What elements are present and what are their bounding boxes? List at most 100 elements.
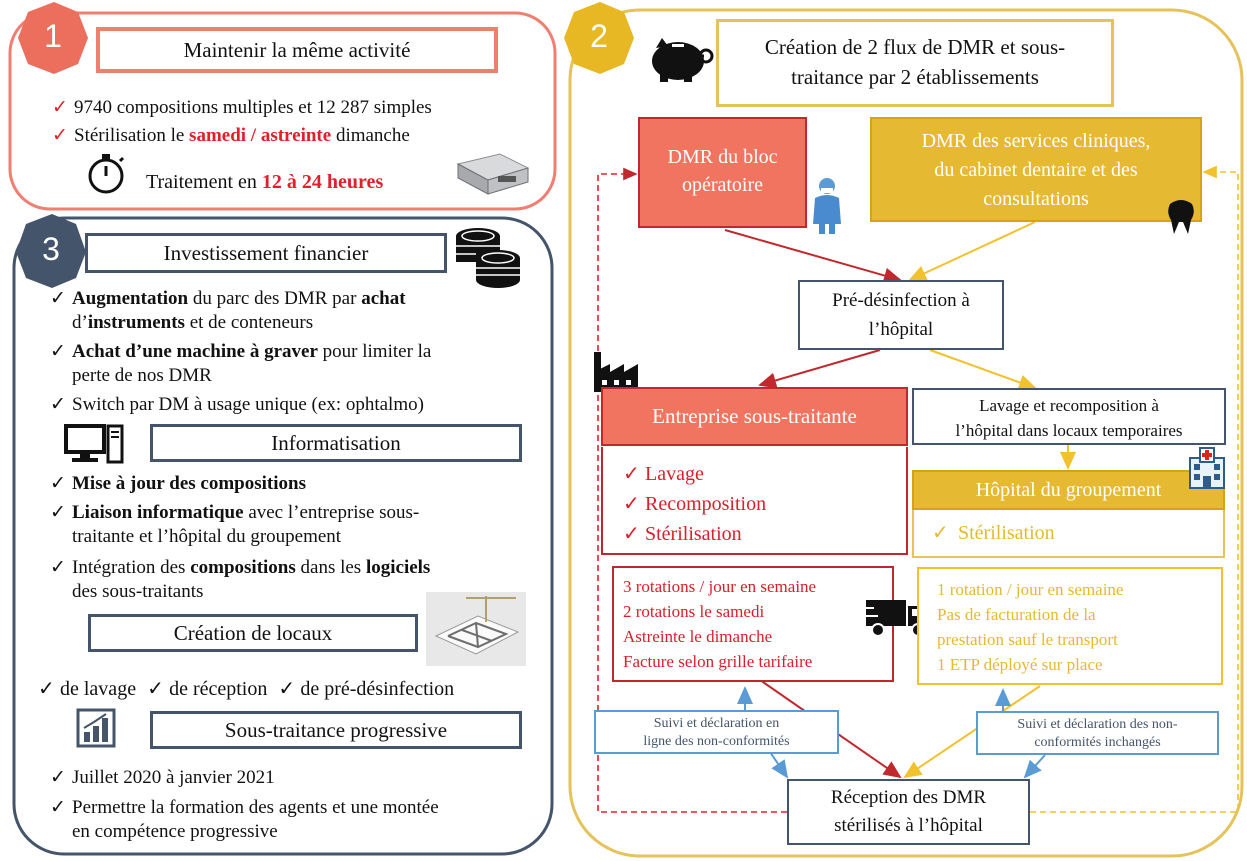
item-bold: Augmentation <box>72 288 189 309</box>
info-title: Informatisation <box>150 424 522 462</box>
octagon-1 <box>18 2 88 74</box>
panel-1-item-1: ✓ 9740 compositions multiples et 12 287 s… <box>52 96 432 119</box>
box-line: consultations <box>983 188 1089 210</box>
box-line: opératoire <box>681 174 764 196</box>
check-icon: ✓ <box>50 394 66 415</box>
check-icon: ✓ <box>50 473 66 494</box>
box-line: l’hôpital dans locaux temporaires <box>955 421 1183 440</box>
box-line: Lavage et recomposition à <box>979 396 1159 415</box>
step-number-3: 3 <box>42 231 60 267</box>
box-line: l’hôpital <box>868 319 934 340</box>
item-text: et de conteneurs <box>184 312 314 333</box>
chart-icon <box>76 708 116 748</box>
invest-item-1-l2: d’instruments et de conteneurs <box>72 311 313 334</box>
suivi-right-box: Suivi et déclaration des non- conformité… <box>976 711 1219 755</box>
step-number-2: 2 <box>590 18 608 54</box>
rotation-line: Astreinte le dimanche <box>623 627 773 646</box>
box-line: DMR du bloc <box>667 146 778 168</box>
octagon-3 <box>16 214 86 288</box>
dmr-bloc-box: DMR du bloc opératoire <box>638 117 807 228</box>
check-icon: ✓ <box>147 678 164 700</box>
entreprise-list: ✓Lavage ✓Recomposition ✓Stérilisation <box>601 447 908 555</box>
piggy-bank-icon <box>646 34 718 84</box>
arrow-predes-to-entreprise <box>758 349 881 389</box>
locaux-item: de pré-désinfection <box>300 678 455 700</box>
info-item-1: ✓Mise à jour des compositions <box>50 472 306 495</box>
stopwatch-icon <box>84 151 128 195</box>
autoclave-image <box>454 150 532 196</box>
box-line: Suivi et déclaration des non- <box>1017 717 1178 732</box>
rotations-left-box: 3 rotations / jour en semaine 2 rotation… <box>612 566 894 682</box>
arrow-suivi-left-down <box>769 751 789 779</box>
arrow-suivi-right-down <box>1023 754 1046 779</box>
invest-item-2-l2: perte de nos DMR <box>72 365 212 386</box>
lavage-box: Lavage et recomposition à l’hôpital dans… <box>912 388 1226 445</box>
treatment-highlight: 12 à 24 heures <box>261 171 384 193</box>
locaux-title: Création de locaux <box>88 614 418 652</box>
item-text: Permettre la formation des agents et une… <box>72 797 439 818</box>
check-icon: ✓ <box>52 97 68 118</box>
check-icon: ✓ <box>50 797 66 818</box>
item-text: d’ <box>72 312 88 333</box>
item-bold: instruments <box>87 312 185 333</box>
item-text: Stérilisation le <box>74 125 190 146</box>
hopital-item: ✓Stérilisation <box>932 522 1055 544</box>
info-item-3: ✓Intégration des compositions dans les l… <box>50 556 430 579</box>
info-item-3-l2: des sous-traitants <box>72 581 204 602</box>
rotation-line: Pas de facturation de la <box>937 605 1096 624</box>
dashed-loop-red <box>597 167 787 813</box>
item-text: du parc des DMR par <box>188 288 362 309</box>
sous-item-1: ✓Juillet 2020 à janvier 2021 <box>50 766 275 789</box>
suivi-left-box: Suivi et déclaration en ligne des non-co… <box>594 710 839 754</box>
entreprise-header: Entreprise sous-traitante <box>601 387 908 446</box>
surgeon-icon <box>810 176 844 236</box>
info-item-2-l2: traitante et l’hôpital du groupement <box>72 526 342 547</box>
check-icon: ✓ <box>52 125 68 146</box>
item-highlight: samedi / astreinte <box>189 125 332 146</box>
box-line: stérilisés à l’hôpital <box>834 815 983 836</box>
invest-title: Investissement financier <box>85 233 447 273</box>
sous-item-2-l2: en compétence progressive <box>72 821 278 842</box>
panel-2-title-line: traitance par 2 établissements <box>791 65 1039 89</box>
sous-item-2: ✓ Permettre la formation des agents et un… <box>50 796 439 819</box>
item-bold: achat <box>361 288 406 309</box>
panel-1-title: Maintenir la même activité <box>96 27 498 73</box>
rotation-line: 2 rotations le samedi <box>623 602 765 621</box>
item-bold: Achat d’une machine à graver <box>72 341 318 362</box>
locaux-item: de lavage <box>60 678 137 700</box>
dashed-loop-gold <box>1030 165 1239 813</box>
item-bold: compositions <box>190 557 296 578</box>
predesinfection-box: Pré-désinfection à l’hôpital <box>798 280 1004 350</box>
computer-icon <box>64 422 124 466</box>
panel-1-treatment: Traitement en 12 à 24 heures <box>146 171 383 194</box>
arrow-serv-to-predes <box>908 221 1036 281</box>
check-icon: ✓ <box>50 502 66 523</box>
step-number-1: 1 <box>44 18 62 54</box>
check-icon: ✓ <box>50 288 66 309</box>
check-icon: ✓ <box>38 678 55 700</box>
item-text: 9740 compositions multiples et 12 287 si… <box>74 97 432 118</box>
octagon-2 <box>564 2 634 74</box>
building-plan-image <box>426 592 526 666</box>
sous-title: Sous-traitance progressive <box>150 711 522 749</box>
arrow-bloc-to-predes <box>724 229 902 284</box>
reception-box: Réception des DMR stérilisés à l’hôpital <box>787 779 1030 845</box>
item-text: Switch par DM à usage unique (ex: ophtal… <box>72 394 424 415</box>
info-item-2: ✓Liaison informatique avec l’entreprise … <box>50 501 419 524</box>
check-icon: ✓ <box>50 767 66 788</box>
arrow-rot-right-to-reception <box>903 685 1041 779</box>
rotation-line: 1 ETP déployé sur place <box>937 655 1103 674</box>
box-line: DMR des services cliniques, <box>921 130 1151 152</box>
check-icon: ✓ <box>50 341 66 362</box>
box-line: Suivi et déclaration en <box>653 716 780 731</box>
rotation-line: prestation sauf le transport <box>937 630 1118 649</box>
item-text: Stérilisation <box>645 523 742 545</box>
item-text: Stérilisation <box>958 522 1055 544</box>
panel-1-item-2: ✓Stérilisation le samedi / astreinte dim… <box>52 124 410 147</box>
item-text: avec l’entreprise sous- <box>243 502 420 523</box>
invest-item-3: ✓ Switch par DM à usage unique (ex: ophta… <box>50 393 424 416</box>
item-text: dans les <box>295 557 366 578</box>
dmr-services-box: DMR des services cliniques, du cabinet d… <box>870 117 1202 222</box>
box-line: Réception des DMR <box>830 787 987 808</box>
item-text: Lavage <box>645 463 704 485</box>
